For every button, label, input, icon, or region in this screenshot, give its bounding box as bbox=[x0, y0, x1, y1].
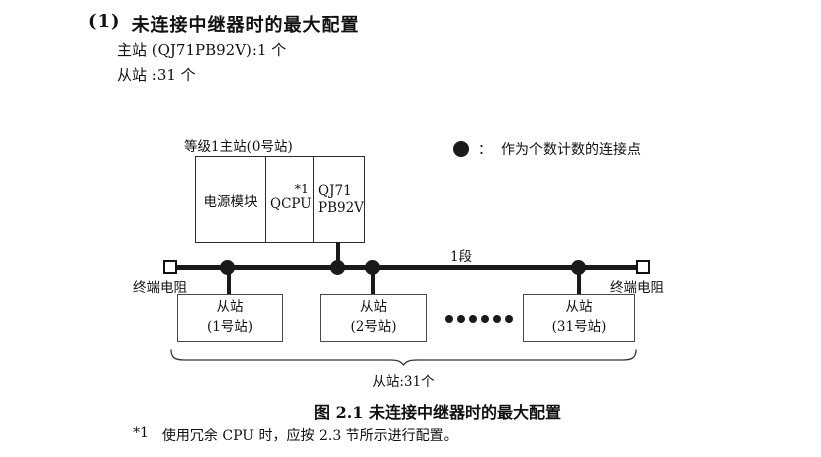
left-terminator-label: 终端电阻 bbox=[133, 280, 187, 296]
section-index: (1) bbox=[88, 11, 121, 32]
right-terminator-icon bbox=[636, 260, 650, 274]
network-module-cell: QJ71 PB92V bbox=[314, 157, 364, 242]
slave-label: 从站 bbox=[216, 299, 244, 316]
slave-station-box-2: 从站 (2号站) bbox=[320, 294, 427, 342]
slave-number: (31号站) bbox=[551, 319, 607, 335]
power-module-cell: 电源模块 bbox=[196, 157, 266, 242]
network-module-line1: QJ71 bbox=[318, 182, 352, 199]
legend-separator: ： bbox=[478, 142, 492, 158]
ellipsis-dots bbox=[445, 315, 513, 323]
brace-label: 从站:31个 bbox=[372, 374, 435, 390]
master-count-line: 主站 (QJ71PB92V):1 个 bbox=[117, 41, 287, 59]
cpu-label: QCPU bbox=[270, 196, 312, 212]
brace-graphic bbox=[170, 349, 637, 366]
section-heading: (1) 未连接中继器时的最大配置 bbox=[88, 11, 360, 37]
figure-caption: 图 2.1 未连接中继器时的最大配置 bbox=[314, 403, 561, 422]
legend-text: 作为个数计数的连接点 bbox=[501, 142, 641, 158]
slave-station-box-1: 从站 (1号站) bbox=[177, 294, 283, 342]
footnote: *1 使用冗余 CPU 时，应按 2.3 节所示进行配置。 bbox=[133, 425, 458, 445]
slave-number: (2号站) bbox=[350, 319, 397, 335]
cpu-footnote-marker: *1 bbox=[294, 181, 309, 196]
master-station-box: 电源模块 *1 QCPU QJ71 PB92V bbox=[195, 156, 365, 243]
slave1-drop-line bbox=[227, 269, 231, 295]
network-module-line2: PB92V bbox=[318, 199, 364, 216]
slave2-drop-line bbox=[371, 269, 375, 295]
connection-point-master bbox=[330, 260, 345, 275]
slave-count-line: 从站 :31 个 bbox=[117, 66, 196, 84]
right-terminator-label: 终端电阻 bbox=[610, 280, 664, 296]
section-title: 未连接中继器时的最大配置 bbox=[131, 15, 360, 36]
segment-label: 1段 bbox=[450, 249, 473, 265]
slave-label: 从站 bbox=[565, 299, 593, 316]
cpu-cell: *1 QCPU bbox=[266, 157, 314, 242]
slave-label: 从站 bbox=[360, 299, 387, 316]
connection-point-slave31 bbox=[571, 260, 586, 275]
master-drop-line bbox=[336, 242, 340, 266]
master-station-label: 等级1主站(0号站) bbox=[184, 139, 293, 155]
connection-point-icon bbox=[453, 141, 469, 157]
slave-station-box-31: 从站 (31号站) bbox=[523, 294, 635, 342]
left-terminator-icon bbox=[163, 260, 177, 274]
slave-number: (1号站) bbox=[206, 319, 254, 335]
slave31-drop-line bbox=[577, 269, 581, 295]
legend: ： 作为个数计数的连接点 bbox=[453, 139, 641, 159]
connection-point-slave1 bbox=[220, 260, 235, 275]
bus-line bbox=[177, 265, 637, 270]
connection-point-slave2 bbox=[365, 260, 380, 275]
footnote-marker: *1 bbox=[133, 425, 149, 441]
footnote-text: 使用冗余 CPU 时，应按 2.3 节所示进行配置。 bbox=[161, 428, 458, 444]
